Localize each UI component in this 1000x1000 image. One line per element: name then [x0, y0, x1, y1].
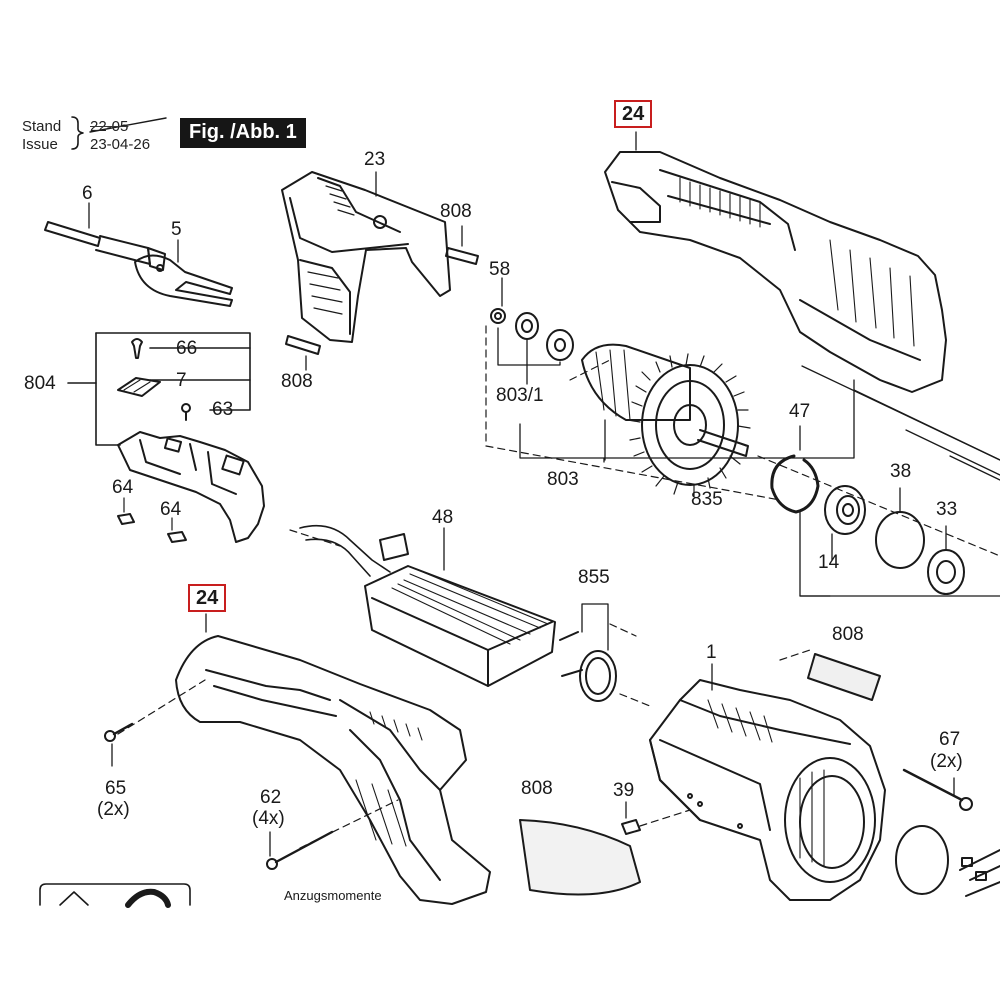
callout-808-d: 808 — [521, 778, 553, 799]
part-67-screw — [902, 768, 973, 811]
torque-note: Anzugsmomente — [284, 888, 382, 903]
part-24-housing-bottom — [175, 613, 491, 905]
callout-23: 23 — [364, 149, 386, 170]
callout-5: 5 — [171, 219, 182, 240]
part-14-bearing — [824, 485, 866, 561]
callout-14: 14 — [818, 552, 840, 573]
part-brush-holder — [895, 825, 1000, 897]
part-39-block — [621, 801, 641, 835]
callout-1: 1 — [706, 642, 717, 663]
part-803-bracket — [519, 379, 855, 463]
part-855-disc — [559, 603, 617, 702]
callout-33: 33 — [936, 499, 958, 520]
callout-64-a: 64 — [112, 477, 134, 498]
part-38-oring — [875, 487, 925, 569]
callout-855: 855 — [578, 567, 610, 588]
callout-24-bottom: 24 — [188, 584, 227, 612]
part-7-clip — [117, 377, 161, 397]
stand-date-old: 22-05 — [90, 118, 129, 135]
issue-label: Issue — [22, 136, 58, 153]
callout-62-qty: (4x) — [252, 808, 285, 829]
issue-date: 23-04-26 — [90, 136, 151, 153]
callout-808-b: 808 — [281, 371, 313, 392]
callout-48: 48 — [432, 507, 454, 528]
dashed-axes — [117, 325, 1000, 849]
callout-47: 47 — [789, 401, 811, 422]
callout-6: 6 — [82, 183, 93, 204]
callout-66: 66 — [176, 338, 198, 359]
callout-808-a: 808 — [440, 201, 472, 222]
part-804-bracket — [67, 332, 251, 446]
figure-title: Fig. /Abb. 1 — [180, 118, 306, 148]
header-brace — [71, 116, 167, 150]
part-835-armature — [581, 343, 751, 497]
part-64-pads — [117, 497, 187, 543]
callout-835: 835 — [691, 489, 723, 510]
part-5-fork — [134, 239, 233, 307]
right-brackets — [799, 365, 1000, 597]
callout-803: 803 — [547, 469, 579, 490]
callout-39: 39 — [613, 780, 635, 801]
warning-box — [39, 883, 191, 908]
part-58-803-1-bearings — [490, 277, 574, 385]
callout-803-1: 803/1 — [496, 385, 544, 406]
part-63-screw — [181, 403, 191, 421]
part-33-seal — [927, 525, 965, 595]
callout-808-c: 808 — [832, 624, 864, 645]
part-66-screw — [131, 338, 143, 359]
part-62-screw — [266, 830, 334, 870]
callout-65-qty: (2x) — [97, 799, 130, 820]
part-1-motor-housing — [649, 663, 886, 901]
callout-24-top: 24 — [614, 100, 653, 128]
callout-63: 63 — [212, 399, 234, 420]
part-24-housing-top — [604, 131, 947, 393]
part-808-plates — [285, 225, 881, 896]
callout-65: 65 — [105, 778, 127, 799]
callout-67: 67 — [939, 729, 961, 750]
stand-label: Stand — [22, 118, 62, 135]
part-23-cover — [281, 171, 451, 343]
callout-7: 7 — [176, 370, 187, 391]
part-6-shaft — [44, 202, 166, 271]
callout-67-qty: (2x) — [930, 751, 963, 772]
part-65-screw — [104, 722, 134, 767]
part-804-switch-board — [117, 431, 265, 543]
callout-64-b: 64 — [160, 499, 182, 520]
part-48-electronics — [299, 524, 556, 687]
callout-804: 804 — [24, 373, 56, 394]
part-47-circlip — [770, 425, 820, 514]
callout-38: 38 — [890, 461, 912, 482]
callout-62: 62 — [260, 787, 282, 808]
callout-58: 58 — [489, 259, 511, 280]
